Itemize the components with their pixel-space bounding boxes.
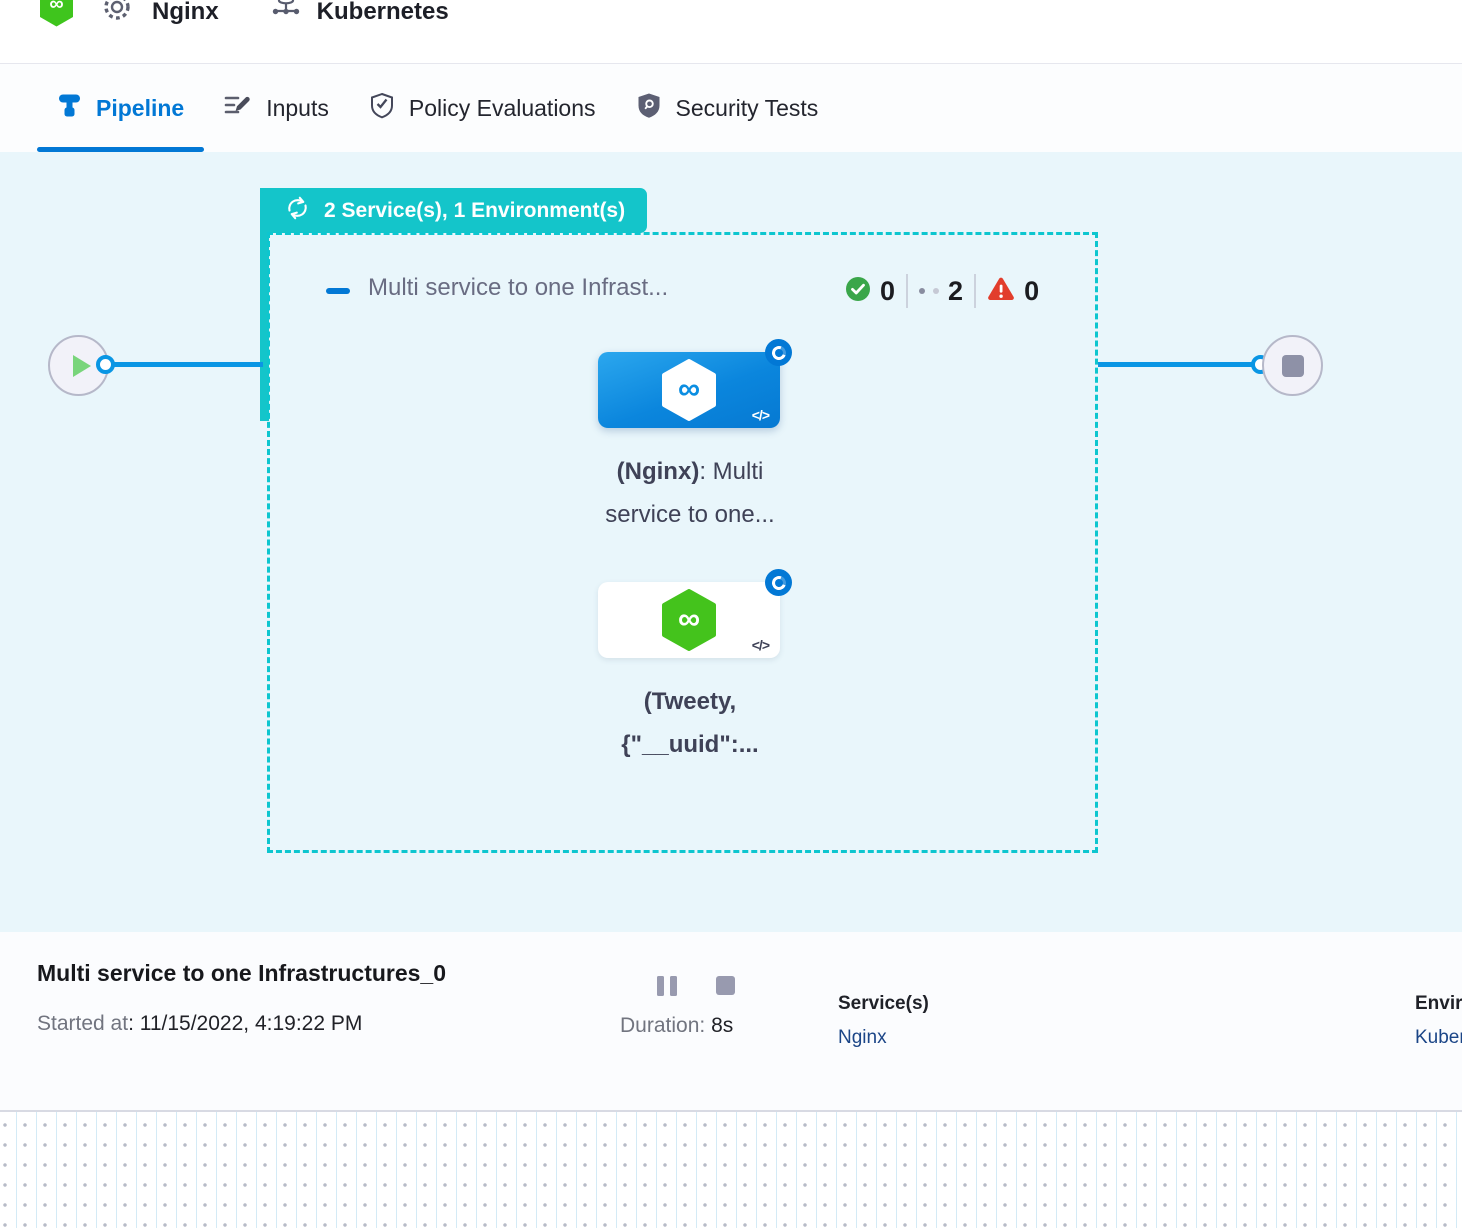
harness-logo-icon: ∞ [660,359,718,421]
started-at: Started at: 11/15/2022, 4:19:22 PM [37,1012,362,1036]
harness-logo-icon: ∞ [660,589,718,651]
stage-label-tweety: (Tweety, {"__uuid":... [548,680,832,766]
services-link[interactable]: Nginx [838,1027,887,1049]
divider [906,274,908,308]
duration: Duration: 8s [620,1014,733,1038]
running-count: 2 [948,276,963,307]
services-label: Service(s) [838,993,929,1015]
environments-label: Environment(s) [1415,993,1462,1015]
stop-icon [1282,355,1304,377]
stage-card-nginx[interactable]: ∞ </> [598,352,780,428]
tab-label: Policy Evaluations [409,95,596,122]
success-count: 0 [880,276,895,307]
inputs-icon [224,93,252,123]
console-grid-area [0,1112,1462,1228]
tab-label: Inputs [266,95,329,122]
cycle-icon [284,196,311,225]
services-environments-banner[interactable]: 2 Service(s), 1 Environment(s) [262,188,647,233]
breadcrumb-service[interactable]: Nginx [152,0,219,27]
tab-pipeline[interactable]: Pipeline [37,64,204,152]
stage-group-title: Multi service to one Infrast... [368,274,668,302]
play-icon [73,355,91,377]
gear-icon [101,0,133,26]
harness-logo-icon: ∞ [38,0,75,31]
shield-scan-icon [636,92,662,125]
code-icon: </> [752,637,769,653]
infrastructure-icon [271,0,301,21]
failed-icon [987,276,1015,307]
running-spinner-icon [765,569,792,596]
execution-title: Multi service to one Infrastructures_0 [37,960,446,987]
banner-label: 2 Service(s), 1 Environment(s) [324,199,625,223]
header: ∞ Nginx Kubernetes [0,0,1462,64]
tab-bar: Pipeline Inputs Policy Evaluations [0,64,1462,152]
success-icon [845,276,871,307]
code-icon: </> [752,407,769,423]
pause-button[interactable] [657,976,677,996]
running-icon [919,288,939,294]
stage-card-tweety[interactable]: ∞ </> [598,582,780,658]
edge-connector [1098,362,1256,367]
pipeline-end-node [1262,335,1323,396]
environments-link[interactable]: Kubernetes [1415,1027,1462,1049]
execution-info-bar: Multi service to one Infrastructures_0 S… [0,932,1462,1112]
collapse-group-button[interactable] [326,288,350,294]
tab-label: Pipeline [96,95,184,122]
execution-graph-canvas: 2 Service(s), 1 Environment(s) Multi ser… [0,152,1462,932]
edge-port [96,355,115,374]
tab-security-tests[interactable]: Security Tests [616,64,839,152]
stage-status-summary: 0 2 0 [845,274,1039,308]
tab-policy-evaluations[interactable]: Policy Evaluations [349,64,616,152]
abort-button[interactable] [716,976,735,995]
failed-count: 0 [1024,276,1039,307]
divider [974,274,976,308]
shield-check-icon [369,92,395,125]
stage-label-nginx: (Nginx): Multi service to one... [548,450,832,536]
breadcrumb-environment[interactable]: Kubernetes [317,0,449,27]
tab-label: Security Tests [676,95,819,122]
edge-connector [108,362,263,367]
tab-inputs[interactable]: Inputs [204,64,349,152]
pipeline-icon [57,93,82,123]
running-spinner-icon [765,339,792,366]
